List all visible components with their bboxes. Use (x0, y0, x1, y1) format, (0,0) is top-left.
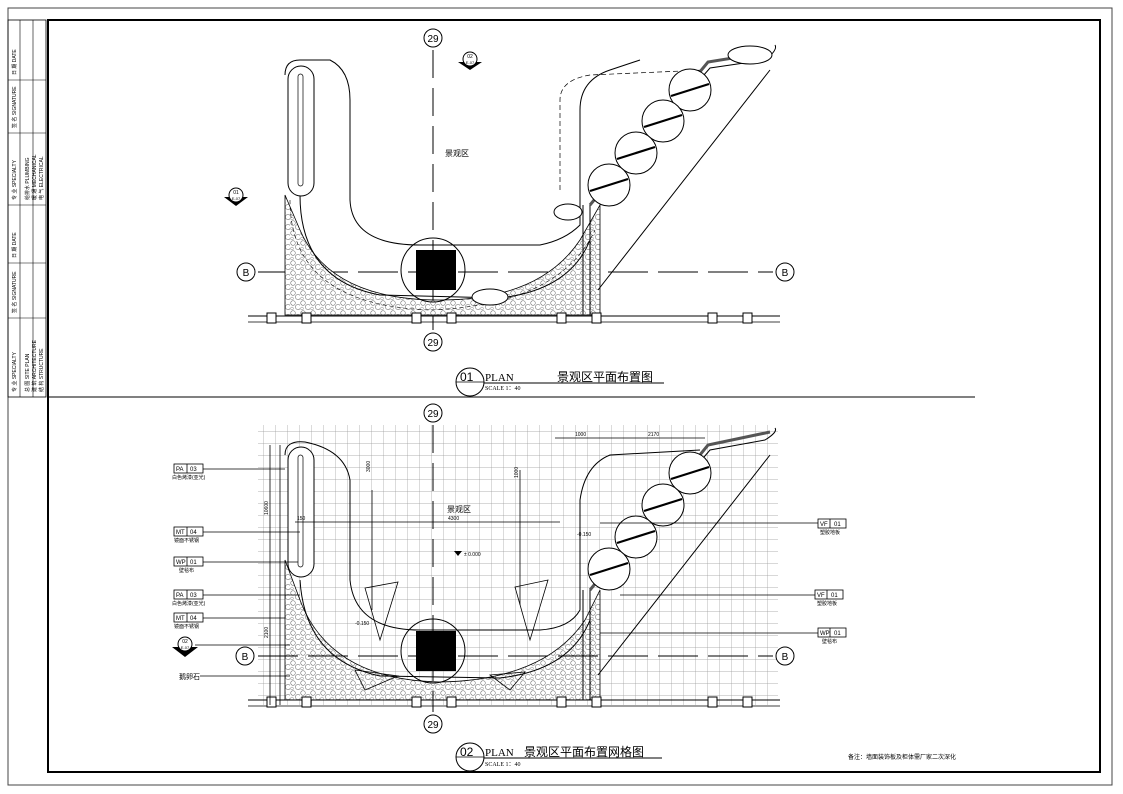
svg-text:03: 03 (190, 593, 197, 599)
svg-text:03: 03 (190, 467, 197, 473)
svg-text:PLAN: PLAN (485, 372, 514, 384)
svg-text:29: 29 (427, 34, 439, 45)
svg-text:10600: 10600 (264, 501, 270, 515)
svg-text:01: 01 (460, 370, 474, 384)
svg-text:29: 29 (427, 409, 439, 420)
svg-text:B: B (242, 652, 249, 663)
tb-architecture: 建 筑 ARCHITECTURE (31, 339, 38, 392)
svg-text:白色烤漆(亚光): 白色烤漆(亚光) (172, 474, 206, 481)
tb-spec-2: 专 业 SPECIALTY (11, 351, 18, 392)
svg-text:SCALE 1：40: SCALE 1：40 (485, 386, 521, 392)
plan-01-title: 01 PLAN 景观区平面布置图 SCALE 1：40 (455, 367, 664, 397)
svg-text:壁毯布: 壁毯布 (822, 638, 837, 645)
svg-text:镜面不锈钢: 镜面不锈钢 (174, 537, 199, 544)
svg-text:2170: 2170 (648, 432, 659, 438)
svg-text:B: B (243, 268, 250, 279)
svg-text:04: 04 (190, 530, 197, 536)
axis-b-right-2: B (775, 646, 795, 666)
tb-sign-2: 签 名 SIGNATURE (11, 271, 18, 313)
svg-text:04: 04 (190, 616, 197, 622)
tb-date-2: 日 期 DATE (12, 232, 18, 258)
tb-mechanical: 暖 通 MECHANICAL (31, 154, 38, 200)
axis-29-top-1: 29 (423, 28, 443, 48)
svg-text:壁毯布: 壁毯布 (179, 567, 194, 574)
tb-sign-1: 签 名 SIGNATURE (11, 86, 18, 128)
svg-text:E-07: E-07 (466, 60, 475, 65)
section-mark-left: 01E-07 (224, 187, 248, 206)
svg-text:1000: 1000 (514, 467, 520, 478)
svg-text:E-07: E-07 (232, 196, 241, 201)
tb-spec-1: 专 业 SPECIALTY (11, 159, 18, 200)
svg-text:01: 01 (834, 522, 841, 528)
svg-text:29: 29 (427, 338, 439, 349)
svg-text:VF: VF (817, 593, 825, 599)
svg-text:-0.150: -0.150 (355, 621, 369, 627)
svg-text:塑胶地板: 塑胶地板 (817, 600, 837, 607)
svg-text:塑胶地板: 塑胶地板 (820, 529, 840, 536)
svg-text:01: 01 (190, 560, 197, 566)
svg-text:02: 02 (467, 54, 473, 60)
svg-text:景观区平面布置网格图: 景观区平面布置网格图 (524, 744, 644, 759)
svg-text:MT: MT (176, 530, 185, 536)
svg-text:WP: WP (176, 560, 186, 566)
axis-29-bottom-1: 29 (423, 332, 443, 352)
svg-text:WP: WP (820, 631, 830, 637)
tb-structure: 结 构 STRUCTURE (38, 348, 45, 392)
svg-text:150: 150 (297, 516, 306, 522)
section-mark-plan2: 02E-07 (172, 636, 198, 657)
svg-text:2100: 2100 (264, 627, 270, 638)
svg-text:02: 02 (460, 745, 474, 759)
svg-text:1000: 1000 (575, 432, 586, 438)
svg-text:景观区平面布置图: 景观区平面布置图 (557, 370, 653, 384)
axis-29-top-2: 29 (423, 403, 443, 423)
tb-date-1: 日 期 DATE (12, 49, 18, 75)
svg-text:01: 01 (831, 593, 838, 599)
level-mark: ± 0.000 (464, 552, 481, 558)
svg-text:白色烤漆(亚光): 白色烤漆(亚光) (172, 600, 206, 607)
column-block (416, 250, 456, 290)
svg-text:4300: 4300 (448, 516, 459, 522)
plan-02-title: 02 PLAN 景观区平面布置网格图 SCALE 1：40 (455, 742, 662, 772)
svg-text:3000: 3000 (366, 461, 372, 472)
axis-b-left-2: B (235, 646, 255, 666)
axis-b-left-1: B (236, 262, 256, 282)
remark-note: 备注：墙面装饰板及柜体需厂家二次深化 (848, 753, 956, 761)
axis-29-bottom-2: 29 (423, 714, 443, 734)
svg-text:29: 29 (427, 720, 439, 731)
area-label: 景观区 (445, 149, 469, 158)
svg-text:B: B (782, 268, 789, 279)
tb-siteplan: 总 图 SITE PLAN (24, 353, 31, 392)
plan-01: 景观区 (248, 44, 780, 330)
pebble-label: 鹅卵石 (179, 672, 200, 681)
plan-02: 景观区 ± 0.000 1000 2170 4300 3000 1000 106… (195, 425, 818, 712)
area-label-2: 景观区 (447, 505, 471, 514)
svg-text:VF: VF (820, 522, 828, 528)
svg-text:MT: MT (176, 616, 185, 622)
svg-text:PA: PA (176, 593, 184, 599)
svg-text:E-07: E-07 (181, 645, 190, 650)
svg-text:SCALE 1：40: SCALE 1：40 (485, 762, 521, 768)
inner-frame (47, 19, 1101, 773)
svg-text:B: B (782, 652, 789, 663)
tb-plumbing: 给排水 PLUMBING (24, 157, 31, 200)
svg-text:01: 01 (233, 190, 239, 196)
svg-text:02: 02 (182, 639, 188, 645)
svg-text:镜面不锈钢: 镜面不锈钢 (174, 623, 199, 630)
section-mark-top: 02E-07 (458, 51, 482, 70)
svg-text:PLAN: PLAN (485, 747, 514, 759)
tb-electrical: 电 气 ELECTRICAL (38, 156, 45, 200)
svg-text:01: 01 (834, 631, 841, 637)
title-block: 日 期 DATE 签 名 SIGNATURE 专 业 SPECIALTY 给排水… (7, 19, 47, 398)
svg-text:-0.150: -0.150 (577, 532, 591, 538)
svg-text:PA: PA (176, 467, 184, 473)
axis-b-right-1: B (775, 262, 795, 282)
